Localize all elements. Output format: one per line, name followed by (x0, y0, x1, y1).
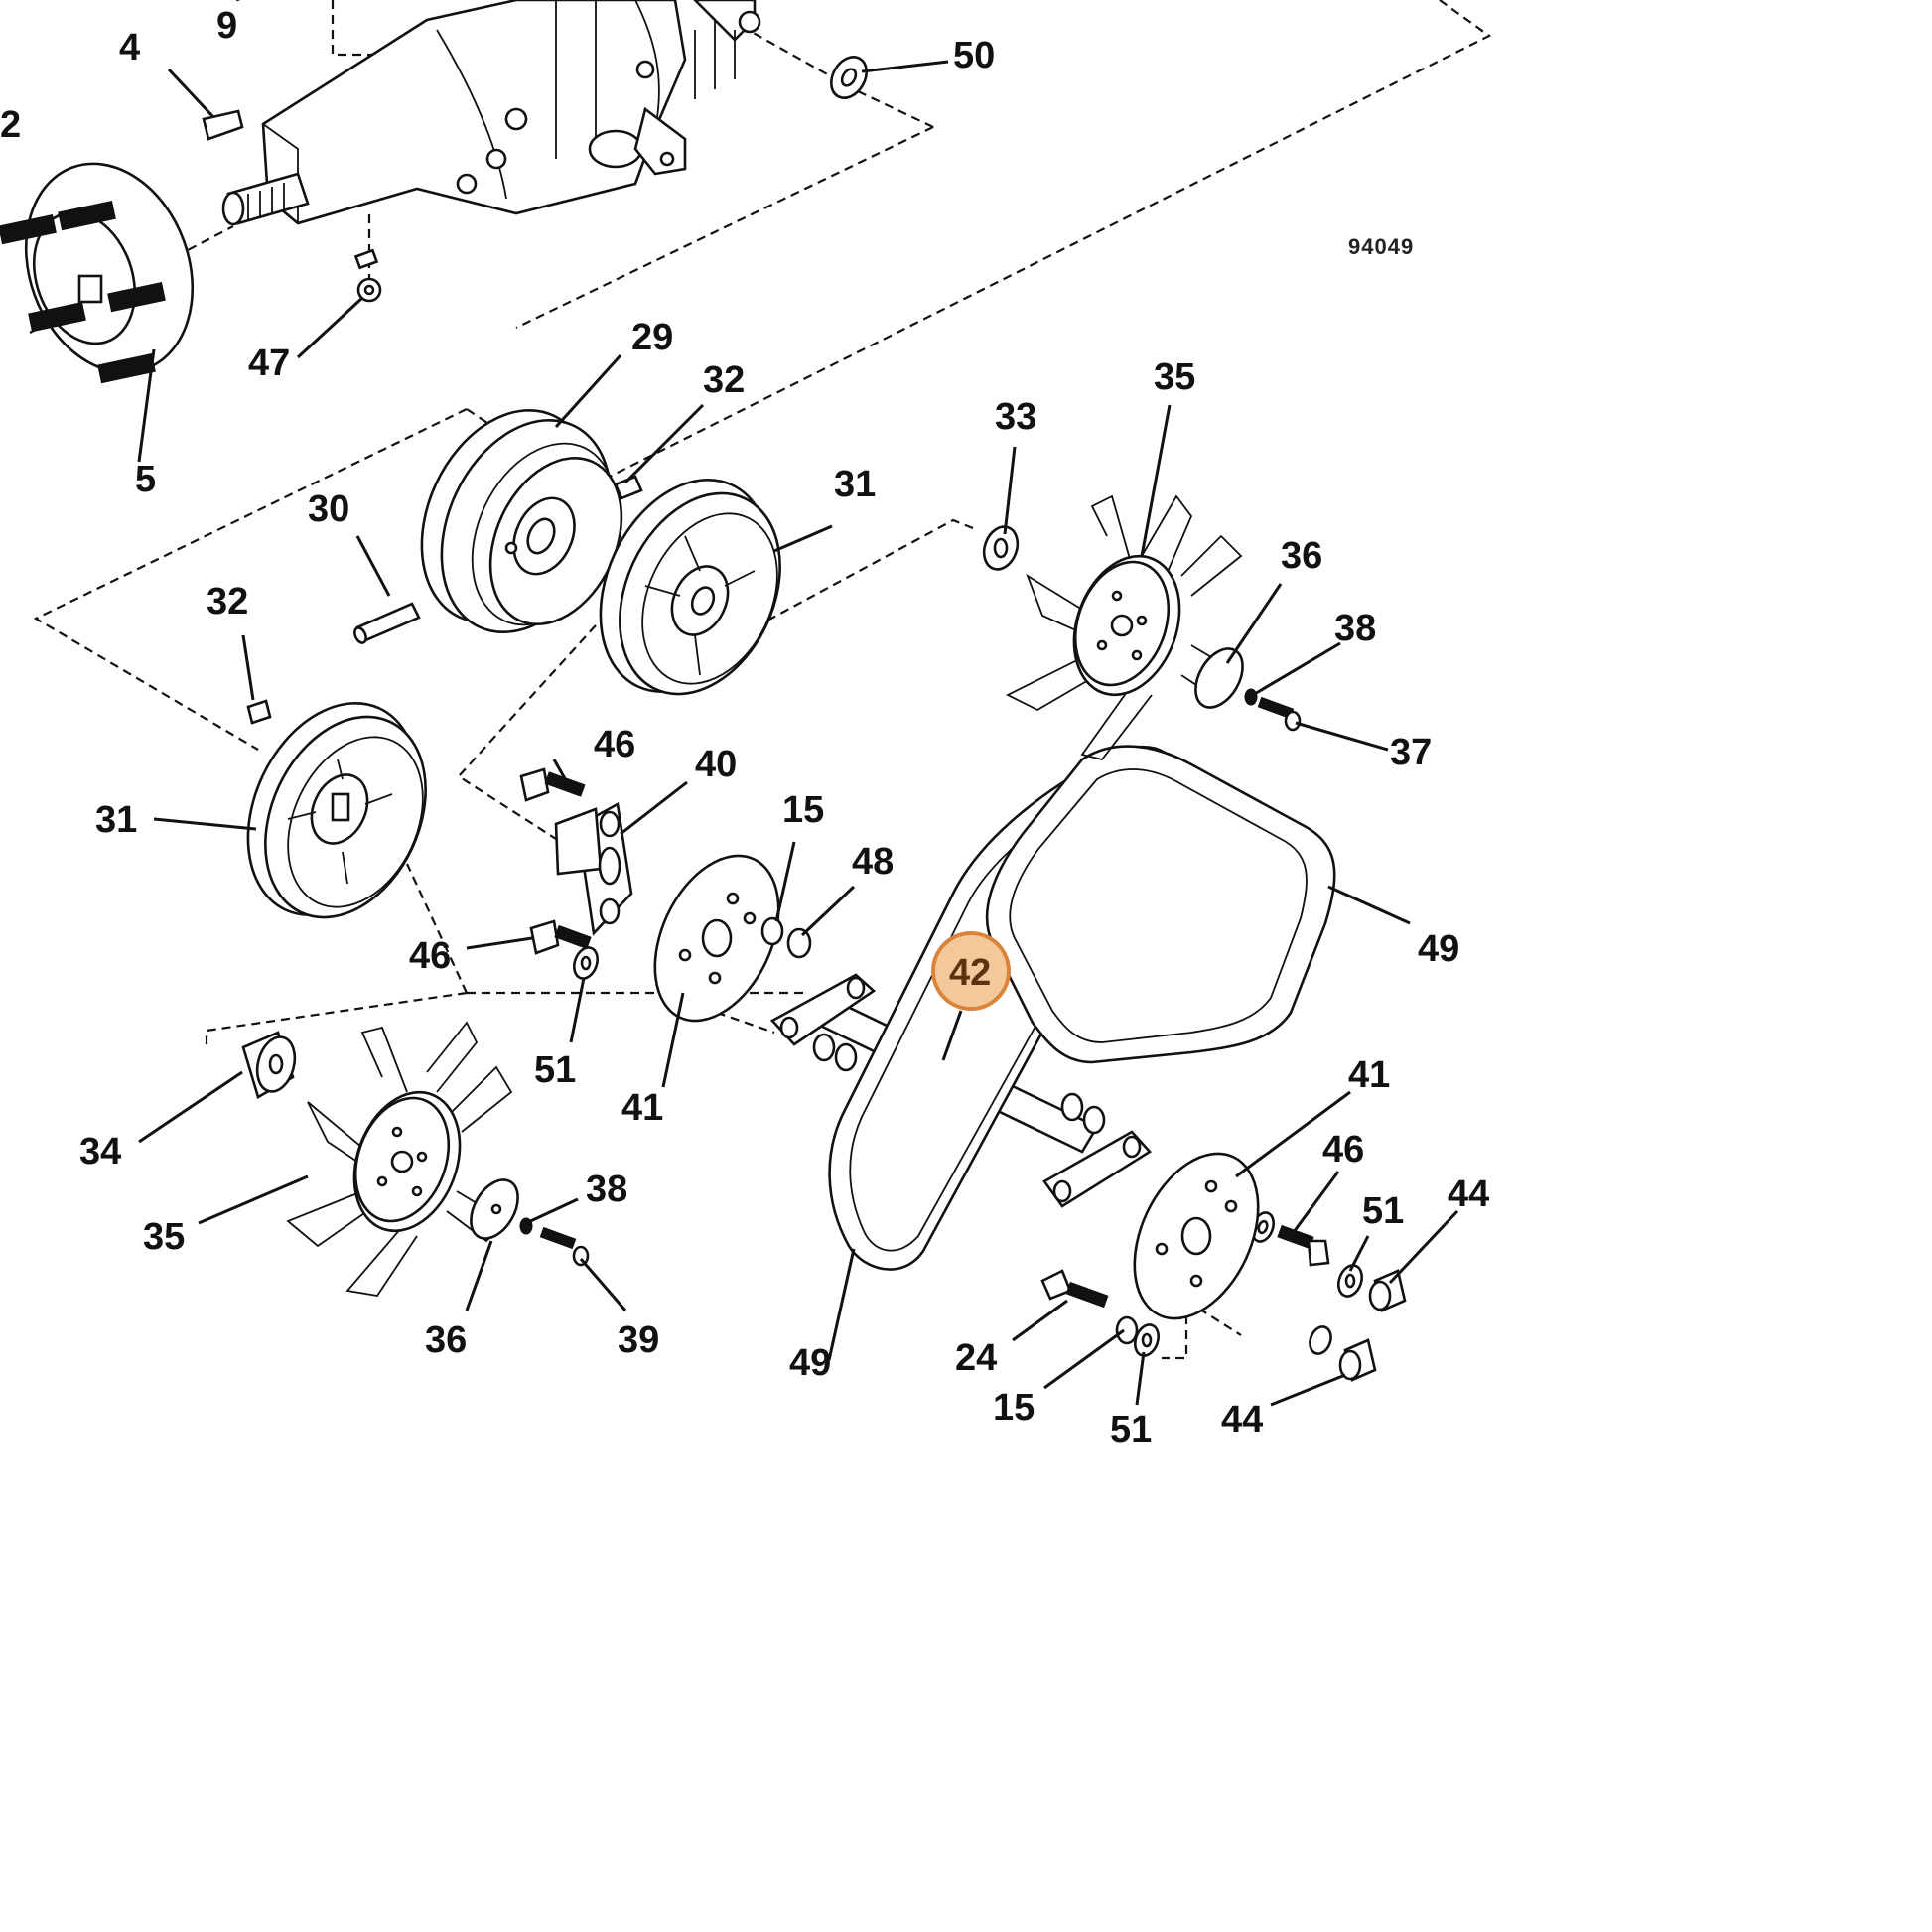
washer-33 (982, 525, 1020, 571)
callout-49[interactable]: 49 (1418, 928, 1459, 970)
pulley-31-lower (246, 701, 427, 919)
pin-30 (353, 602, 421, 644)
callout-2[interactable]: 2 (0, 104, 21, 146)
plate-41-right (1133, 1152, 1260, 1320)
callout-33[interactable]: 33 (995, 396, 1036, 438)
callout-44[interactable]: 44 (1221, 1399, 1263, 1441)
callout-32[interactable]: 32 (207, 581, 248, 622)
belt-49 (828, 745, 1336, 1271)
callout-34[interactable]: 34 (79, 1131, 121, 1173)
bolt-46-upper (519, 767, 586, 802)
bolt-24 (1040, 1269, 1109, 1309)
callout-42[interactable]: 42 (949, 952, 991, 994)
callout-46[interactable]: 46 (409, 935, 451, 977)
callout-50[interactable]: 50 (953, 35, 995, 76)
callout-15[interactable]: 15 (993, 1387, 1035, 1429)
callout-32[interactable]: 32 (703, 359, 745, 401)
highlight-marker[interactable] (931, 931, 1011, 1011)
callout-49[interactable]: 49 (789, 1342, 831, 1384)
callout-46[interactable]: 46 (594, 724, 635, 765)
callout-35[interactable]: 35 (1154, 356, 1195, 398)
callout-51[interactable]: 51 (534, 1049, 576, 1091)
callout-5[interactable]: 5 (135, 459, 156, 500)
double-pulley-29 (420, 408, 623, 634)
fastener-38-37-39 (519, 688, 1302, 1267)
wheel-hub (0, 109, 244, 384)
callout-15[interactable]: 15 (782, 789, 824, 831)
fan-35-upper (1005, 494, 1243, 761)
callout-4[interactable]: 4 (119, 27, 140, 69)
pulley-31-upper (599, 478, 781, 696)
callout-36[interactable]: 36 (1281, 535, 1322, 577)
wheel-stud-icon (0, 200, 166, 384)
transaxle-housing (221, 0, 761, 303)
bracket-40 (554, 801, 633, 936)
callout-46[interactable]: 46 (1322, 1129, 1364, 1171)
callout-labels: 2 4 5 9 15 15 24 29 30 31 31 32 32 33 34… (0, 5, 1489, 1450)
washer-51 (573, 946, 1363, 1357)
nut-44 (1309, 1269, 1407, 1382)
fan-35-lower (286, 1021, 513, 1297)
callout-24[interactable]: 24 (955, 1337, 997, 1379)
leader-lines (137, 0, 1459, 1407)
callout-51[interactable]: 51 (1362, 1190, 1404, 1232)
callout-9[interactable]: 9 (216, 5, 237, 47)
callout-48[interactable]: 48 (852, 841, 894, 883)
callout-35[interactable]: 35 (143, 1216, 185, 1258)
callout-41[interactable]: 41 (621, 1087, 663, 1129)
callout-44[interactable]: 44 (1448, 1173, 1489, 1215)
callout-36[interactable]: 36 (425, 1319, 467, 1361)
callout-40[interactable]: 40 (695, 744, 737, 785)
plate-41-left (653, 854, 780, 1023)
callout-29[interactable]: 29 (631, 317, 673, 358)
callout-38[interactable]: 38 (1334, 608, 1376, 649)
bolt-46-lower (1250, 1211, 1330, 1267)
callout-31[interactable]: 31 (95, 799, 137, 841)
disc-36 (470, 647, 1244, 1240)
callout-37[interactable]: 37 (1390, 732, 1432, 773)
washer-50 (830, 56, 868, 99)
key-32 (246, 475, 643, 725)
callout-38[interactable]: 38 (586, 1169, 627, 1210)
callout-31[interactable]: 31 (834, 464, 876, 505)
callout-41[interactable]: 41 (1348, 1054, 1390, 1096)
callout-51[interactable]: 51 (1110, 1409, 1152, 1450)
bolt-46-middle (529, 919, 592, 955)
nut-15-48 (760, 916, 1139, 1345)
spacer-34 (241, 1031, 297, 1099)
callout-47[interactable]: 47 (248, 343, 290, 384)
reference-number: 94049 (1348, 234, 1414, 259)
callout-30[interactable]: 30 (308, 488, 349, 530)
callout-39[interactable]: 39 (618, 1319, 659, 1361)
